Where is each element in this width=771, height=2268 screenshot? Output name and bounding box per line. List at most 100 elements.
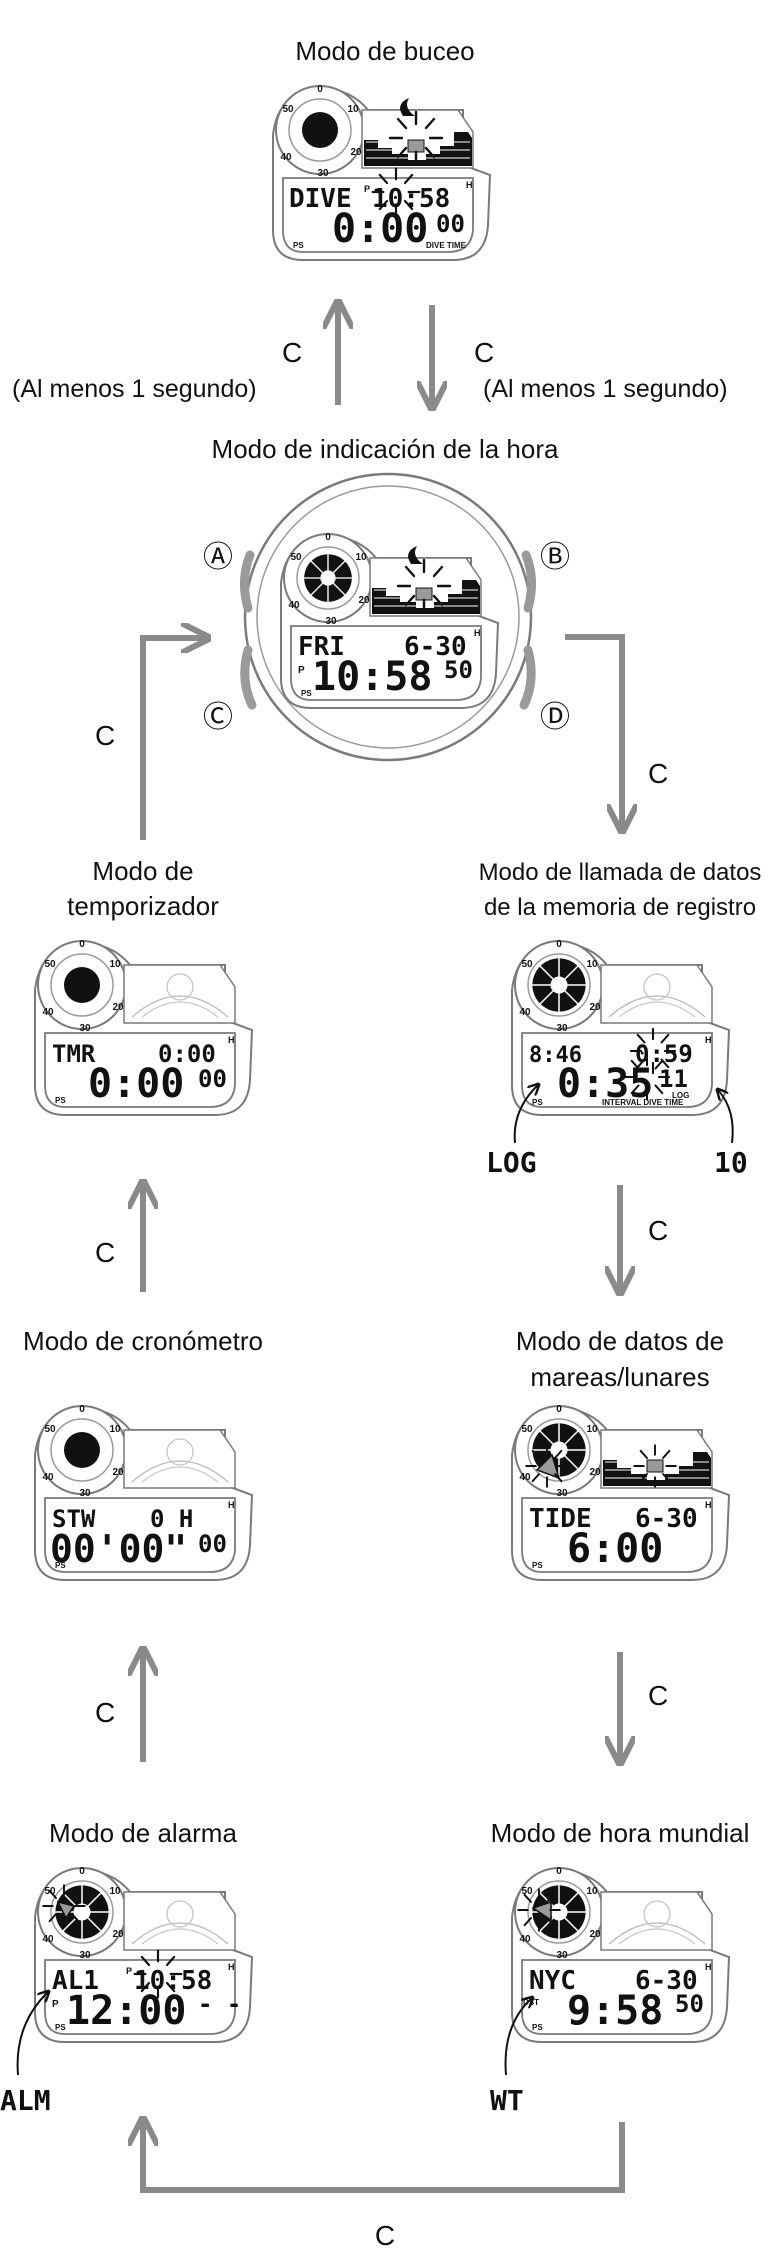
watch-world: NYC 6-30 H DST 9:58 50 PS bbox=[511, 1865, 730, 2043]
label-c-dive-right: C bbox=[474, 337, 494, 368]
log-top: 8:46 bbox=[529, 1043, 582, 1068]
alarm-pointer-icon bbox=[56, 1900, 76, 1920]
label-c-timekeeping-log: C bbox=[648, 758, 668, 789]
watch-log: 8:46 0:59 H 0:35 11 LOG PS INTERVAL DIVE… bbox=[511, 938, 730, 1116]
tk-p: P bbox=[298, 665, 305, 676]
tk-h: H bbox=[474, 628, 481, 638]
callout-alarm: ALM bbox=[0, 2084, 51, 2117]
stw-main: 00'00" bbox=[50, 1527, 187, 1571]
arrow-timekeeping-to-log bbox=[565, 634, 622, 828]
tide-top: TIDE bbox=[529, 1504, 592, 1534]
tide-date: 6-30 bbox=[635, 1504, 698, 1534]
tide-pointer-icon bbox=[535, 1453, 561, 1480]
tide-ps: PS bbox=[532, 1561, 543, 1570]
log-main: 0:35 bbox=[557, 1061, 653, 1107]
alarm-sec: - - bbox=[198, 1990, 241, 2018]
title-timekeeping-mode: Modo de indicación de la hora bbox=[212, 434, 559, 464]
title-world-time-mode: Modo de hora mundial bbox=[491, 1818, 750, 1848]
label-button-c: Ⓒ bbox=[203, 701, 233, 734]
hold-note-left: (Al menos 1 segundo) bbox=[12, 375, 257, 403]
button-b[interactable] bbox=[521, 550, 536, 613]
log-ps: PS bbox=[532, 1098, 543, 1107]
alarm-h: H bbox=[228, 1962, 235, 1972]
world-top: NYC bbox=[529, 1966, 576, 1996]
callout-arrow-world bbox=[504, 1998, 532, 2076]
tk-sec: 50 bbox=[444, 656, 473, 684]
dive-sec: 00 bbox=[436, 210, 465, 238]
button-c[interactable] bbox=[240, 645, 257, 710]
label-c-stopwatch-timer: C bbox=[95, 1237, 115, 1268]
callout-log-number: 10 bbox=[714, 1146, 748, 1179]
alarm-main: 12:00 bbox=[66, 1988, 186, 2034]
tk-top: FRI bbox=[298, 632, 345, 662]
tide-h: H bbox=[705, 1500, 712, 1510]
moon-icon bbox=[400, 98, 415, 116]
arrow-world-to-alarm bbox=[143, 2122, 625, 2193]
button-a[interactable] bbox=[240, 550, 255, 613]
dive-main: 0:00 bbox=[332, 206, 428, 252]
tk-date: 6-30 bbox=[404, 632, 467, 662]
stw-h: H bbox=[228, 1500, 235, 1510]
label-button-b: Ⓑ bbox=[540, 541, 570, 574]
title-timer-line2: temporizador bbox=[67, 891, 219, 921]
title-timer-line1: Modo de bbox=[92, 856, 193, 886]
watch-alarm: AL1 P 10:58 H P 12:00 - - PS bbox=[34, 1865, 253, 2043]
timer-top: TMR bbox=[52, 1040, 96, 1068]
callout-arrow-alarm bbox=[16, 1992, 48, 2076]
moon-dot-icon bbox=[64, 967, 100, 1003]
alarm-p: P bbox=[126, 1966, 132, 1976]
timer-ps: PS bbox=[55, 1096, 66, 1105]
timer-topright: 0:00 bbox=[158, 1040, 216, 1068]
alarm-pmain: P bbox=[52, 1999, 59, 2010]
label-c-alarm-stopwatch: C bbox=[95, 1697, 115, 1728]
title-log-recall-line1: Modo de llamada de datos bbox=[479, 859, 762, 886]
alarm-top: AL1 bbox=[52, 1966, 99, 1996]
watch-tide: TIDE 6-30 H 6:00 PS bbox=[511, 1403, 730, 1581]
tide-main: 6:00 bbox=[567, 1526, 663, 1572]
log-h: H bbox=[705, 1035, 712, 1045]
callout-world: WT bbox=[490, 2084, 524, 2117]
title-dive-mode: Modo de buceo bbox=[295, 36, 474, 66]
label-button-d: Ⓓ bbox=[540, 701, 570, 734]
world-h: H bbox=[705, 1962, 712, 1972]
stw-top: STW bbox=[52, 1505, 96, 1533]
timer-h: H bbox=[228, 1035, 235, 1045]
timer-sec: 00 bbox=[198, 1065, 227, 1093]
title-tide-line1: Modo de datos de bbox=[516, 1326, 724, 1356]
stw-sec: 00 bbox=[198, 1530, 227, 1558]
log-interval-divetime: INTERVAL DIVE TIME bbox=[602, 1098, 684, 1107]
alarm-ps: PS bbox=[55, 2023, 66, 2032]
world-ps: PS bbox=[532, 2023, 543, 2032]
tk-main: 10:58 bbox=[312, 654, 432, 700]
world-main: 9:58 bbox=[567, 1988, 663, 2034]
watch-timekeeping: Ⓐ Ⓒ Ⓑ Ⓓ FRI 6-30 H P 10:58 50 PS bbox=[203, 472, 570, 762]
moon-dot-icon bbox=[302, 112, 338, 148]
world-sec: 50 bbox=[675, 1990, 704, 2018]
watch-timer: TMR 0:00 H 0:00 00 PS bbox=[34, 938, 253, 1116]
log-unit: LOG bbox=[672, 1091, 689, 1100]
timer-main: 0:00 bbox=[88, 1061, 184, 1107]
label-c-dive-left: C bbox=[282, 337, 302, 368]
tk-ps: PS bbox=[301, 689, 312, 698]
world-pointer-icon bbox=[531, 1900, 552, 1922]
label-c-log-tide: C bbox=[648, 1215, 668, 1246]
world-date: 6-30 bbox=[635, 1966, 698, 1996]
watch-stopwatch: STW 0 H H 00'00" 00 PS bbox=[34, 1403, 253, 1581]
callout-arrow-log bbox=[513, 1085, 538, 1144]
hold-note-right: (Al menos 1 segundo) bbox=[483, 375, 728, 403]
label-c-world-alarm: C bbox=[375, 2220, 395, 2251]
dive-ps: PS bbox=[293, 241, 304, 250]
log-sec: 11 bbox=[659, 1065, 688, 1093]
callout-arrow-log-number bbox=[718, 1090, 734, 1144]
dive-h: H bbox=[466, 180, 473, 190]
button-d[interactable] bbox=[519, 645, 536, 710]
arrow-timer-to-timekeeping bbox=[140, 638, 205, 840]
label-c-timer-timekeeping: C bbox=[95, 720, 115, 751]
title-tide-line2: mareas/lunares bbox=[530, 1362, 709, 1392]
callout-log: LOG bbox=[486, 1146, 537, 1179]
dive-top: DIVE bbox=[289, 184, 352, 214]
stw-ps: PS bbox=[55, 1561, 66, 1570]
label-c-tide-world: C bbox=[648, 1680, 668, 1711]
title-alarm-mode: Modo de alarma bbox=[49, 1818, 237, 1848]
